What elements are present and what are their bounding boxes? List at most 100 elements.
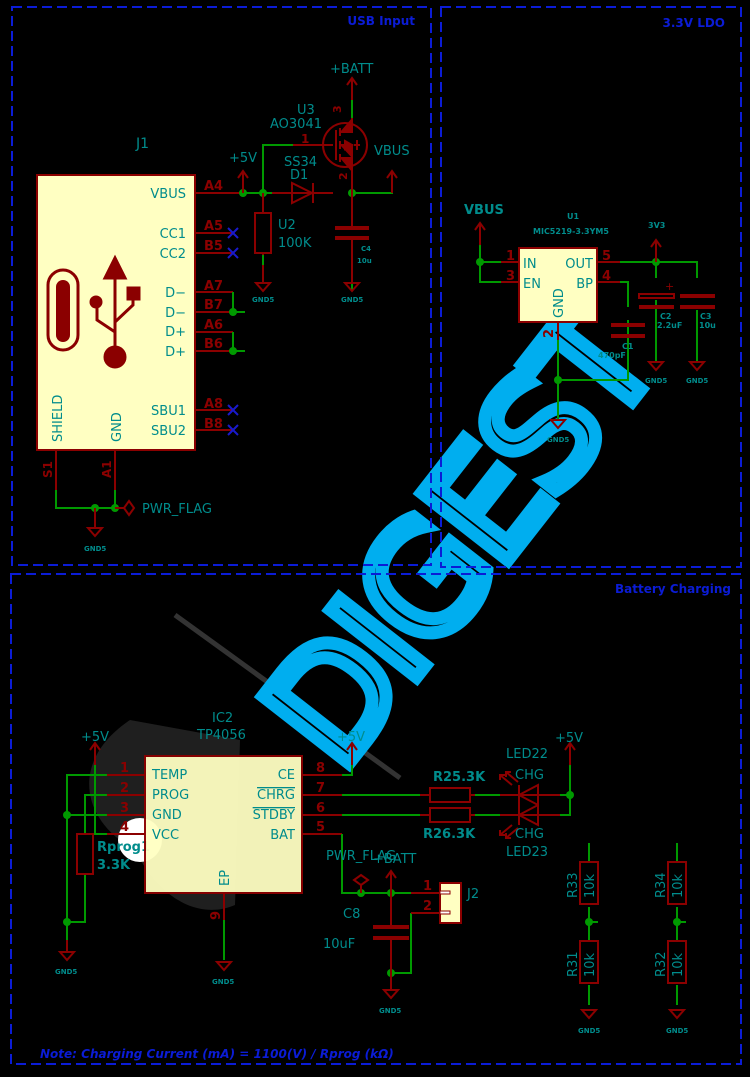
charging-current-note: Note: Charging Current (mA) = 1100(V) / … xyxy=(40,1047,394,1061)
connector-j2[interactable]: 1 2 J2 xyxy=(411,879,479,924)
svg-text:3: 3 xyxy=(331,105,344,113)
svg-text:100K: 100K xyxy=(278,236,312,251)
pin-num-s1: S1 xyxy=(41,461,55,478)
capacitor-c2[interactable]: + C2 2.2uF GND5 xyxy=(638,280,682,385)
power-5v-usb: +5V xyxy=(229,151,257,194)
capacitor-c4[interactable]: C4 10u GND5 xyxy=(335,193,372,304)
svg-text:C4: C4 xyxy=(361,245,371,253)
svg-text:10u: 10u xyxy=(357,257,372,265)
svg-text:10k: 10k xyxy=(583,952,598,977)
svg-text:VCC: VCC xyxy=(152,828,179,843)
svg-text:GND5: GND5 xyxy=(84,545,106,553)
pin-num-b8: B8 xyxy=(204,417,223,432)
j1-ref: J1 xyxy=(135,136,149,152)
svg-text:U2: U2 xyxy=(278,218,296,233)
charger-ic-tp4056[interactable]: IC2 TP4056 TEMP PROG GND VCC CE CHRG xyxy=(107,711,342,920)
power-5v-left: +5V xyxy=(81,730,109,766)
capacitor-c1[interactable]: C1 470pF xyxy=(598,323,645,360)
resistor-chrg[interactable]: R25.3K xyxy=(429,770,486,803)
diode-d1[interactable]: SS34 D1 xyxy=(272,155,333,205)
svg-text:470pF: 470pF xyxy=(598,351,626,360)
svg-text:CHG: CHG xyxy=(515,827,544,842)
usb-connector-j1[interactable]: J1 VBUS CC1 CC2 D− D− D+ D+ SBU1 SBU2 xyxy=(36,136,240,490)
pin-shield: SHIELD xyxy=(51,395,66,442)
svg-text:BAT: BAT xyxy=(270,828,295,843)
svg-text:IC2: IC2 xyxy=(212,711,233,726)
svg-text:+: + xyxy=(665,280,674,293)
sheet-title-charging: Battery Charging xyxy=(615,582,731,596)
svg-text:AO3041: AO3041 xyxy=(270,117,322,132)
svg-text:J2: J2 xyxy=(466,887,479,902)
svg-text:C1: C1 xyxy=(622,342,634,351)
svg-text:GND: GND xyxy=(552,288,567,318)
pwr-flag-usb: PWR_FLAG xyxy=(142,502,212,517)
svg-text:R34: R34 xyxy=(654,872,669,898)
power-batt-usb: +BATT xyxy=(330,62,373,101)
power-3v3: 3V3 xyxy=(648,221,665,263)
svg-text:GND5: GND5 xyxy=(686,377,708,385)
power-vbus-ldo: VBUS xyxy=(464,203,504,246)
svg-text:9: 9 xyxy=(209,911,224,920)
capacitor-c8[interactable]: C8 10uF xyxy=(323,893,409,990)
pwr-flag-charging: PWR_FLAG xyxy=(326,849,396,864)
resistor-stdby[interactable]: R26.3K xyxy=(423,807,476,842)
svg-text:10k: 10k xyxy=(671,952,686,977)
pin-num-a5: A5 xyxy=(204,219,223,234)
pin-num-b6: B6 xyxy=(204,337,223,352)
svg-text:1: 1 xyxy=(506,249,515,264)
svg-text:4: 4 xyxy=(602,269,611,284)
svg-text:10k: 10k xyxy=(671,873,686,898)
svg-text:3V3: 3V3 xyxy=(648,221,665,230)
svg-text:EN: EN xyxy=(523,277,541,292)
pin-sbu1: SBU1 xyxy=(151,404,186,419)
svg-text:Rprog1: Rprog1 xyxy=(97,840,150,855)
svg-text:GND: GND xyxy=(152,808,182,823)
pin-sbu2: SBU2 xyxy=(151,424,186,439)
svg-text:+5V: +5V xyxy=(81,730,109,745)
led-led22[interactable]: LED22 CHG xyxy=(499,747,548,807)
svg-text:R31: R31 xyxy=(566,951,581,977)
pin-vbus: VBUS xyxy=(150,187,186,202)
svg-text:2: 2 xyxy=(120,781,129,796)
svg-text:GND5: GND5 xyxy=(379,1007,401,1015)
svg-text:GND5: GND5 xyxy=(547,436,569,444)
svg-text:IN: IN xyxy=(523,257,537,272)
divider-1[interactable]: R33 10k R31 10k GND5 xyxy=(566,843,600,1035)
svg-text:TP4056: TP4056 xyxy=(196,728,246,743)
charging-section: +5V GND5 Rprog1 3.3K IC2 TP4056 xyxy=(40,711,688,1061)
svg-text:R26.3K: R26.3K xyxy=(423,827,476,842)
svg-text:GND5: GND5 xyxy=(578,1027,600,1035)
pin-num-a6: A6 xyxy=(204,318,223,333)
mosfet-u3[interactable]: U3 AO3041 1 3 2 xyxy=(270,103,368,193)
svg-text:3: 3 xyxy=(120,801,129,816)
svg-text:LED23: LED23 xyxy=(506,845,548,860)
power-5v-right: +5V xyxy=(555,731,583,766)
usb-symbol-icon xyxy=(89,254,141,369)
divider-2[interactable]: R34 10k R32 10k GND5 xyxy=(654,843,688,1035)
svg-text:PROG: PROG xyxy=(152,788,189,803)
resistor-rprog1[interactable]: Rprog1 3.3K xyxy=(76,833,150,875)
led-led23[interactable]: CHG LED23 xyxy=(499,803,548,860)
svg-text:STDBY: STDBY xyxy=(253,808,295,823)
svg-text:5: 5 xyxy=(316,820,325,835)
resistor-u2[interactable]: U2 100K GND5 xyxy=(252,193,312,304)
svg-text:+BATT: +BATT xyxy=(373,852,416,867)
pin-num-b5: B5 xyxy=(204,239,223,254)
svg-text:+5V: +5V xyxy=(229,151,257,166)
pin-num-a7: A7 xyxy=(204,279,223,294)
svg-text:+BATT: +BATT xyxy=(330,62,373,77)
svg-text:GND5: GND5 xyxy=(645,377,667,385)
svg-text:2: 2 xyxy=(542,329,557,338)
pin-num-a1: A1 xyxy=(100,460,114,478)
pin-dm2: D− xyxy=(165,306,186,321)
ldo-ic-u1[interactable]: U1 MIC5219-3.3YM5 IN EN OUT BP GND 1 3 5… xyxy=(501,212,620,340)
pin-num-b7: B7 xyxy=(204,298,223,313)
svg-text:GND5: GND5 xyxy=(666,1027,688,1035)
svg-text:2.2uF: 2.2uF xyxy=(657,321,682,330)
svg-text:10u: 10u xyxy=(699,321,716,330)
svg-text:MIC5219-3.3YM5: MIC5219-3.3YM5 xyxy=(533,227,609,236)
svg-text:GND5: GND5 xyxy=(212,978,234,986)
svg-text:C8: C8 xyxy=(343,907,360,922)
capacitor-c3[interactable]: C3 10u GND5 xyxy=(680,294,716,385)
